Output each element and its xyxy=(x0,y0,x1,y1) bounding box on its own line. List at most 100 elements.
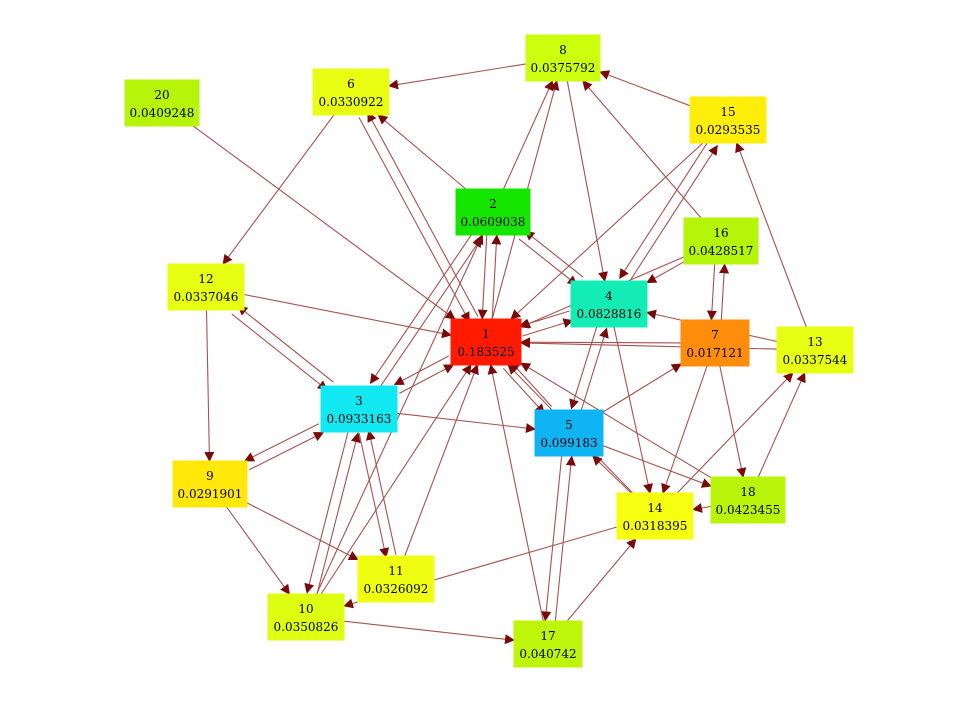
edge-4-to-14 xyxy=(613,326,653,494)
node-12[interactable]: 120.0337046 xyxy=(167,263,245,311)
edge-11-to-1 xyxy=(404,364,479,557)
node-box-4 xyxy=(570,280,648,328)
edge-17-to-5 xyxy=(554,455,576,622)
node-value-label: 0.0375792 xyxy=(531,61,596,75)
node-value-label: 0.0423455 xyxy=(716,503,781,517)
node-3[interactable]: 30.0933163 xyxy=(320,385,398,433)
edge-18-to-14 xyxy=(692,503,712,513)
edge-2-to-3 xyxy=(369,231,474,385)
edge-18-to-1 xyxy=(520,362,712,479)
node-4[interactable]: 40.0828816 xyxy=(570,280,648,328)
edge-3-to-10 xyxy=(304,430,349,594)
node-box-9 xyxy=(172,460,248,508)
edge-10-to-17 xyxy=(343,620,515,645)
node-8[interactable]: 8 0.0375792 xyxy=(525,34,601,82)
node-id-label: 10 xyxy=(298,602,313,616)
edge-18-to-13 xyxy=(757,372,806,478)
node-value-label: 0.0291901 xyxy=(178,487,243,501)
edges-layer xyxy=(192,63,807,645)
edge-1-to-5 xyxy=(502,368,545,415)
node-box-14 xyxy=(616,492,694,540)
edge-12-to-9 xyxy=(204,309,215,462)
node-5[interactable]: 5 0.099183 xyxy=(534,409,604,457)
edge-2-to-1 xyxy=(477,234,488,320)
node-value-label: 0.0350826 xyxy=(274,620,339,634)
node-14[interactable]: 140.0318395 xyxy=(616,492,694,540)
node-value-label: 0.040742 xyxy=(519,647,576,661)
node-box-17 xyxy=(513,620,583,668)
edge-9-to-11 xyxy=(246,502,359,561)
edge-13-to-15 xyxy=(735,142,807,328)
node-id-label: 13 xyxy=(807,335,822,349)
node-id-label: 14 xyxy=(647,501,663,515)
node-value-label: 0.0428517 xyxy=(689,244,754,258)
node-id-label: 17 xyxy=(540,629,555,643)
node-17[interactable]: 17 0.040742 xyxy=(513,620,583,668)
edge-3-to-11 xyxy=(358,432,390,559)
node-id-label: 15 xyxy=(720,105,735,119)
edge-16-to-7 xyxy=(706,263,717,321)
node-18[interactable]: 18 0.0423455 xyxy=(710,476,786,524)
node-value-label: 0.0330922 xyxy=(319,95,384,109)
node-2[interactable]: 20.0609038 xyxy=(455,188,531,236)
node-id-label: 20 xyxy=(154,88,169,102)
node-value-label: 0.0337544 xyxy=(783,353,848,367)
node-16[interactable]: 160.0428517 xyxy=(683,217,759,265)
node-box-18 xyxy=(710,476,786,524)
node-10[interactable]: 10 0.0350826 xyxy=(267,593,345,641)
edge-5-to-18 xyxy=(602,445,712,488)
edge-6-to-1 xyxy=(358,117,470,323)
node-1[interactable]: 10.183525 xyxy=(450,318,522,366)
edge-11-to-3 xyxy=(365,429,397,556)
edge-4-to-15 xyxy=(627,144,718,284)
node-box-20 xyxy=(124,79,200,127)
node-box-16 xyxy=(683,217,759,265)
edge-17-to-14 xyxy=(566,538,637,622)
edge-20-to-1 xyxy=(192,125,456,320)
node-box-8 xyxy=(525,34,601,82)
node-7[interactable]: 70.017121 xyxy=(680,319,750,367)
node-id-label: 1 xyxy=(482,327,490,341)
node-box-2 xyxy=(455,188,531,236)
edge-5-to-7 xyxy=(602,363,682,413)
node-value-label: 0.0326092 xyxy=(364,582,429,596)
node-15[interactable]: 150.0293535 xyxy=(689,96,767,144)
node-6[interactable]: 60.0330922 xyxy=(312,68,390,116)
edge-12-to-1 xyxy=(243,293,452,339)
node-value-label: 0.0337046 xyxy=(174,290,239,304)
edge-7-to-16 xyxy=(719,263,730,321)
node-value-label: 0.0933163 xyxy=(327,412,392,426)
edge-10-to-2 xyxy=(316,234,484,595)
node-box-6 xyxy=(312,68,390,116)
edge-1-to-4 xyxy=(522,318,574,337)
node-id-label: 18 xyxy=(740,485,755,499)
edge-5-to-17 xyxy=(541,455,563,622)
edge-2-to-4 xyxy=(518,238,578,286)
nodes-layer: 10.183525 20.0609038 30.0933163 40.0828816 5… xyxy=(124,34,854,668)
node-box-7 xyxy=(680,319,750,367)
node-id-label: 4 xyxy=(605,289,613,303)
edge-4-to-5 xyxy=(569,325,598,410)
edge-10-to-1 xyxy=(320,364,472,595)
edge-14-to-13 xyxy=(676,372,794,494)
node-id-label: 5 xyxy=(565,418,573,432)
node-box-13 xyxy=(776,326,854,374)
edge-7-to-1 xyxy=(520,337,682,348)
edge-3-to-5 xyxy=(396,412,536,434)
edge-3-to-1 xyxy=(399,364,455,394)
node-value-label: 0.099183 xyxy=(540,436,597,450)
node-box-1 xyxy=(450,318,522,366)
edge-8-to-6 xyxy=(388,63,527,90)
node-id-label: 8 xyxy=(559,43,567,57)
node-13[interactable]: 13 0.0337544 xyxy=(776,326,854,374)
node-20[interactable]: 200.0409248 xyxy=(124,79,200,127)
node-box-15 xyxy=(689,96,767,144)
edge-15-to-8 xyxy=(599,70,691,107)
edge-14-to-5 xyxy=(592,455,632,494)
node-9[interactable]: 90.0291901 xyxy=(172,460,248,508)
node-11[interactable]: 110.0326092 xyxy=(357,555,435,603)
node-value-label: 0.0609038 xyxy=(461,215,526,229)
edge-15-to-4 xyxy=(619,140,710,280)
edge-16-to-8 xyxy=(582,80,702,219)
